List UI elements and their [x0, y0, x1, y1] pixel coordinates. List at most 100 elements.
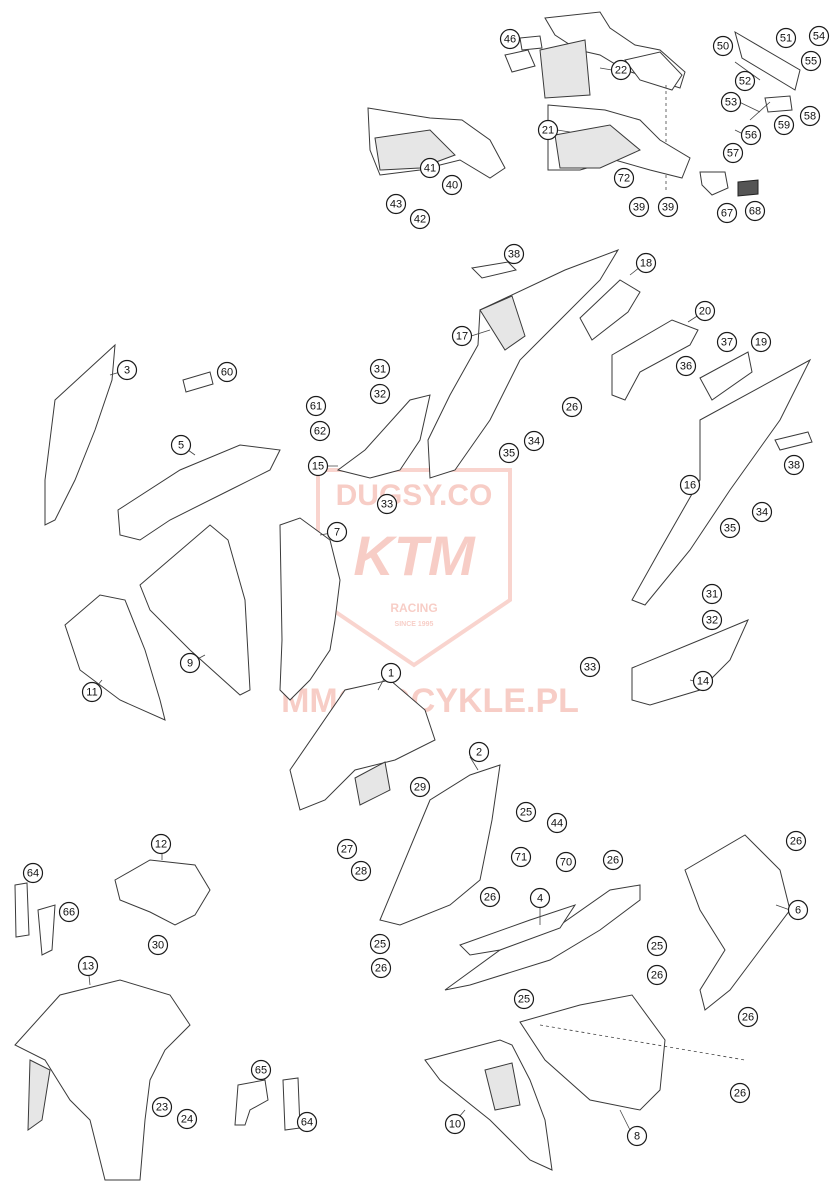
callout-number: 39	[662, 202, 674, 214]
callout-23: 23	[151, 1096, 173, 1118]
callout-circle	[419, 157, 441, 179]
callout-57: 57	[722, 142, 744, 164]
watermark-site-bottom: MMOTOCYKLE.PL	[281, 682, 579, 720]
callout-32: 32	[369, 383, 391, 405]
callout-circle	[179, 652, 201, 674]
part-38-decal-right	[774, 431, 813, 451]
callout-number: 25	[520, 807, 532, 819]
callout-40: 40	[441, 174, 463, 196]
callout-circle	[628, 196, 650, 218]
callout-number: 58	[804, 111, 816, 123]
callout-circle	[116, 359, 138, 381]
callout-number: 70	[560, 857, 572, 869]
callout-number: 62	[314, 426, 326, 438]
callout-circle	[369, 933, 391, 955]
callout-43: 43	[385, 193, 407, 215]
callout-circle	[579, 656, 601, 678]
callout-circle	[515, 801, 537, 823]
part-20-bracket	[611, 319, 699, 401]
callout-number: 33	[584, 662, 596, 674]
callout-circle	[537, 119, 559, 141]
callout-circle	[716, 202, 738, 224]
callout-number: 72	[618, 173, 630, 185]
callout-number: 40	[446, 180, 458, 192]
callout-37: 37	[716, 331, 738, 353]
callout-number: 26	[566, 402, 578, 414]
callout-circle	[657, 196, 679, 218]
callout-61: 61	[305, 395, 327, 417]
callout-16: 16	[679, 474, 701, 496]
callout-number: 50	[717, 41, 729, 53]
callout-number: 25	[651, 941, 663, 953]
callout-number: 67	[721, 208, 733, 220]
callout-8: 8	[626, 1125, 648, 1147]
callout-circle	[250, 1059, 272, 1081]
callout-circle	[376, 493, 398, 515]
part-60-rubber-piece	[182, 371, 214, 393]
callout-number: 38	[788, 460, 800, 472]
callout-circle	[336, 838, 358, 860]
callout-circle	[546, 812, 568, 834]
part-5-upper-fairing	[117, 444, 281, 541]
part-18-bracket	[579, 279, 641, 341]
callout-number: 59	[778, 120, 790, 132]
callout-18: 18	[635, 252, 657, 274]
callout-10: 10	[444, 1113, 466, 1135]
callout-circle	[529, 887, 551, 909]
part-15-bracket	[336, 394, 431, 479]
callout-number: 20	[699, 306, 711, 318]
callout-number: 26	[651, 970, 663, 982]
watermark-brand: KTM	[353, 524, 476, 587]
callout-66: 66	[58, 901, 80, 923]
callout-number: 43	[390, 199, 402, 211]
callout-54: 54	[808, 25, 830, 47]
callout-55: 55	[800, 50, 822, 72]
callout-26: 26	[479, 886, 501, 908]
callout-number: 36	[680, 361, 692, 373]
callout-circle	[451, 325, 473, 347]
callout-25: 25	[515, 801, 537, 823]
part-21-tail-light-frame	[547, 104, 691, 179]
callout-circle	[773, 114, 795, 136]
callout-number: 34	[756, 507, 768, 519]
callout-72: 72	[613, 167, 635, 189]
callout-circle	[602, 849, 624, 871]
callout-circle	[176, 1108, 198, 1130]
callout-circle	[610, 59, 632, 81]
callout-26: 26	[370, 957, 392, 979]
callout-number: 25	[374, 939, 386, 951]
callout-circle	[523, 430, 545, 452]
callout-circle	[679, 474, 701, 496]
callout-number: 2	[476, 747, 482, 759]
callout-33: 33	[579, 656, 601, 678]
callout-9: 9	[179, 652, 201, 674]
callout-number: 53	[725, 97, 737, 109]
callout-number: 28	[355, 866, 367, 878]
callout-circle	[701, 583, 723, 605]
callout-number: 19	[755, 337, 767, 349]
callout-circle	[147, 934, 169, 956]
callout-circle	[719, 517, 741, 539]
callout-circle	[750, 331, 772, 353]
callout-number: 4	[537, 893, 543, 905]
callout-number: 60	[221, 367, 233, 379]
part-8-belly-pan-right	[519, 994, 746, 1111]
callout-circle	[468, 741, 490, 763]
callout-number: 37	[721, 337, 733, 349]
part-38-decal-top	[470, 261, 517, 279]
callout-circle	[626, 1125, 648, 1147]
callout-12: 12	[150, 833, 172, 855]
callout-15: 15	[307, 455, 329, 477]
callout-circle	[737, 1006, 759, 1028]
part-10-belly-pan-left	[424, 1039, 553, 1171]
callout-circle	[720, 91, 742, 113]
callout-64: 64	[22, 862, 44, 884]
callout-13: 13	[77, 955, 99, 977]
callout-4: 4	[529, 887, 551, 909]
part-19-bracket	[699, 351, 753, 401]
callout-26: 26	[561, 396, 583, 418]
part-11-inner-panel	[64, 594, 166, 721]
callout-circle	[444, 1113, 466, 1135]
callout-60: 60	[216, 361, 238, 383]
callout-circle	[712, 35, 734, 57]
